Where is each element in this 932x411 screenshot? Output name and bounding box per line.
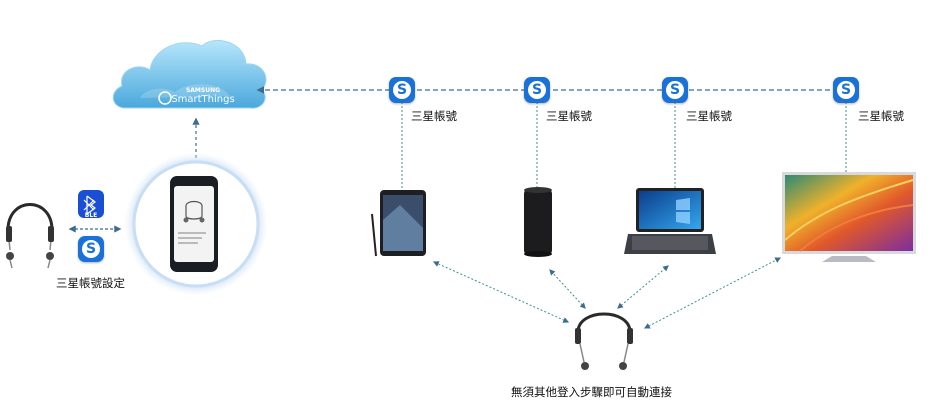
- samsung-account-icon: S: [389, 77, 415, 103]
- account-label-laptop: 三星帳號: [686, 109, 732, 123]
- cloud-brand-line1: SAMSUNG: [186, 87, 220, 94]
- cloud-brand-line2: SmartThings: [171, 94, 234, 105]
- bottom-to-tv-connector: [643, 257, 782, 329]
- bottom-to-laptop-connector: [617, 265, 669, 309]
- neckband-earphones-bottom: [575, 312, 633, 370]
- bluetooth-ble-badge: BLE: [78, 190, 104, 219]
- tv-device: [782, 172, 916, 262]
- smartthings-cloud: SAMSUNG SmartThings: [112, 39, 267, 109]
- account-label-speaker: 三星帳號: [546, 109, 592, 123]
- bottom-caption: 無須其他登入步驟即可自動連接: [511, 385, 672, 399]
- neckband-earphones-left: [6, 203, 54, 269]
- samsung-account-icon: S: [524, 77, 550, 103]
- ble-label: BLE: [85, 212, 98, 219]
- speaker-device: [524, 187, 552, 257]
- laptop-device: [624, 188, 716, 254]
- bottom-to-speaker-connector: [549, 269, 586, 309]
- smartphone: [170, 176, 218, 272]
- phone-account-setup-label: 三星帳號設定: [56, 276, 125, 290]
- account-label-tablet: 三星帳號: [411, 109, 457, 123]
- bottom-to-tablet-connector: [432, 261, 570, 323]
- bluetooth-icon: [83, 195, 96, 215]
- samsung-account-icon: S: [78, 236, 104, 262]
- smartthings-logo-icon: [158, 91, 172, 105]
- samsung-account-icon: S: [662, 77, 688, 103]
- tablet-device: [371, 190, 426, 257]
- account-label-tv: 三星帳號: [858, 109, 904, 123]
- samsung-account-icon: S: [833, 77, 859, 103]
